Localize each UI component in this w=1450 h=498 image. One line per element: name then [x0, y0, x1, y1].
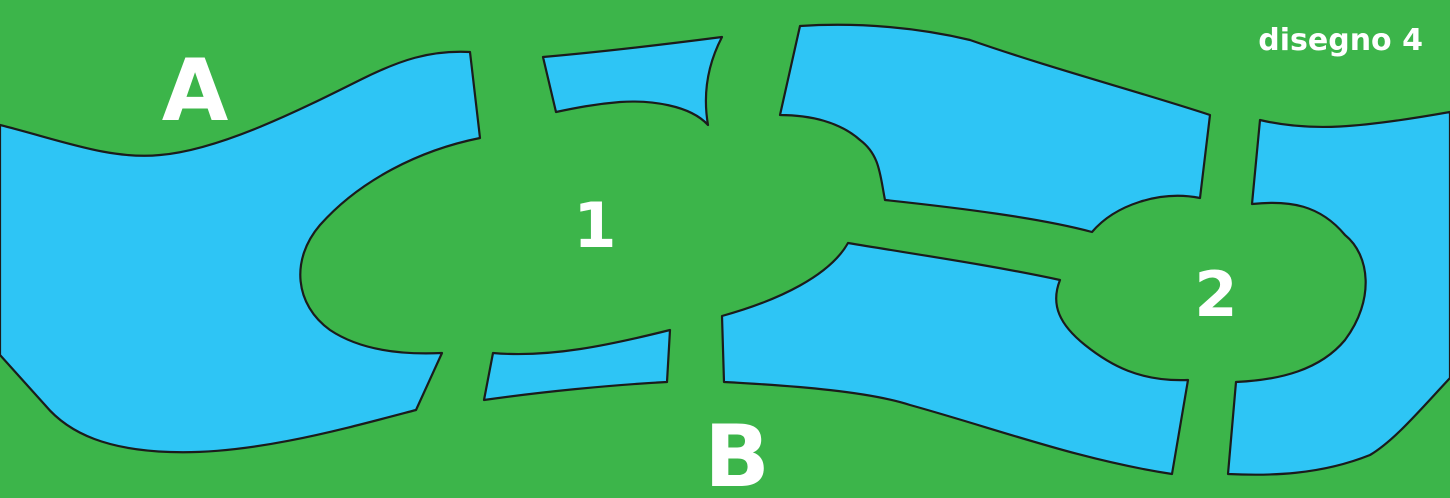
bank-a-label: A: [162, 41, 229, 141]
island-1-label: 1: [573, 189, 616, 262]
diagram-tag: disegno 4: [1258, 23, 1423, 58]
island-2-label: 2: [1194, 258, 1237, 331]
bank-b-label: B: [704, 407, 770, 498]
